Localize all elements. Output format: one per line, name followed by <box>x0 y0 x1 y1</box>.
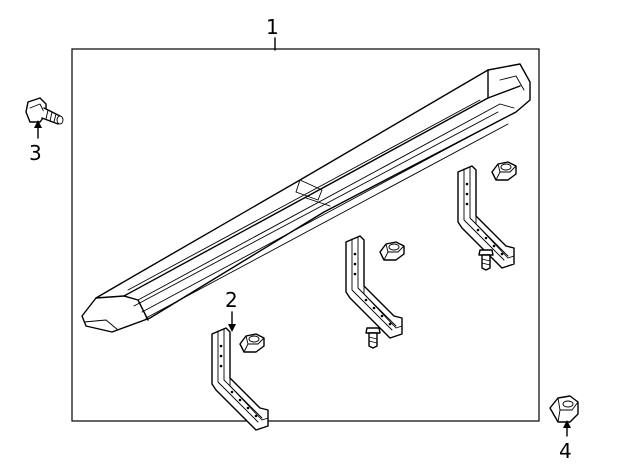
callout-4-label: 4 <box>559 439 572 463</box>
bolt-part-3 <box>25 97 64 125</box>
callout-2: 2 <box>225 288 238 332</box>
callout-1: 1 <box>266 15 279 51</box>
callout-1-label: 1 <box>266 15 279 39</box>
callout-3: 3 <box>29 120 42 165</box>
bolt-b <box>365 327 381 349</box>
running-board <box>81 63 531 333</box>
cage-nut-a <box>239 333 265 353</box>
callout-4: 4 <box>559 420 572 463</box>
bolt-c <box>478 249 494 271</box>
callout-2-label: 2 <box>225 288 238 312</box>
cage-nut-c <box>491 161 517 181</box>
callout-3-label: 3 <box>29 141 42 165</box>
nut-part-4 <box>549 395 579 423</box>
assembly-frame <box>71 48 540 422</box>
cage-nut-b <box>379 241 405 261</box>
